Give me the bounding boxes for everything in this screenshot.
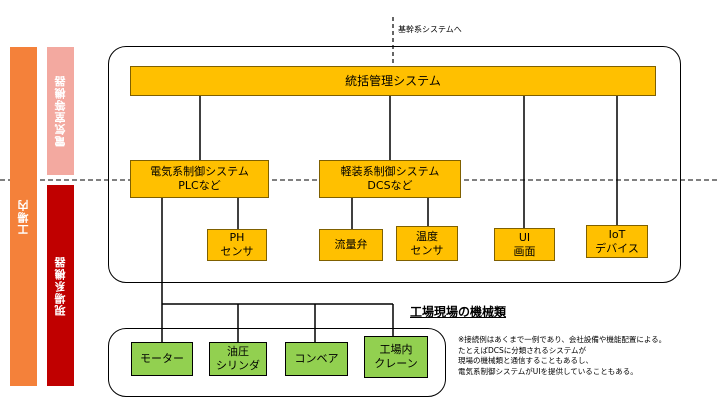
electric-room-label: 電気室等機器 bbox=[53, 75, 67, 147]
iot-device: IoT デバイス bbox=[586, 225, 648, 258]
flow-valve: 流量弁 bbox=[319, 229, 383, 261]
machinery-title: 工場現場の機械類 bbox=[410, 305, 507, 319]
machinery-container bbox=[108, 328, 446, 397]
core-system-label: 基幹系システムへ bbox=[398, 25, 462, 34]
field-label: 現場系機器 bbox=[53, 255, 67, 316]
ui-screen: UI 画面 bbox=[494, 228, 555, 261]
ph-sensor: PH センサ bbox=[207, 229, 267, 261]
instrument-control-system: 軽装系制御システム DCSなど bbox=[319, 160, 461, 198]
integrated-management-system: 統括管理システム bbox=[130, 66, 656, 96]
motor: モーター bbox=[131, 342, 193, 376]
electric-control-system: 電気系制御システム PLCなど bbox=[130, 160, 269, 198]
footnote: ※接続例はあくまで一例であり、会社設備や機能配置による。 たとえばDCSに分類さ… bbox=[458, 335, 667, 376]
electric-room-bar: 電気室等機器 bbox=[47, 47, 74, 175]
conveyor: コンベア bbox=[285, 342, 348, 376]
temperature-sensor: 温度 センサ bbox=[396, 226, 458, 261]
system-container bbox=[108, 46, 681, 283]
hydraulic-cylinder: 油圧 シリンダ bbox=[209, 342, 267, 376]
factory-crane: 工場内 クレーン bbox=[364, 336, 428, 378]
factory-bar: 工場内 bbox=[10, 47, 37, 386]
factory-label: 工場内 bbox=[16, 198, 30, 235]
field-bar: 現場系機器 bbox=[47, 185, 74, 386]
